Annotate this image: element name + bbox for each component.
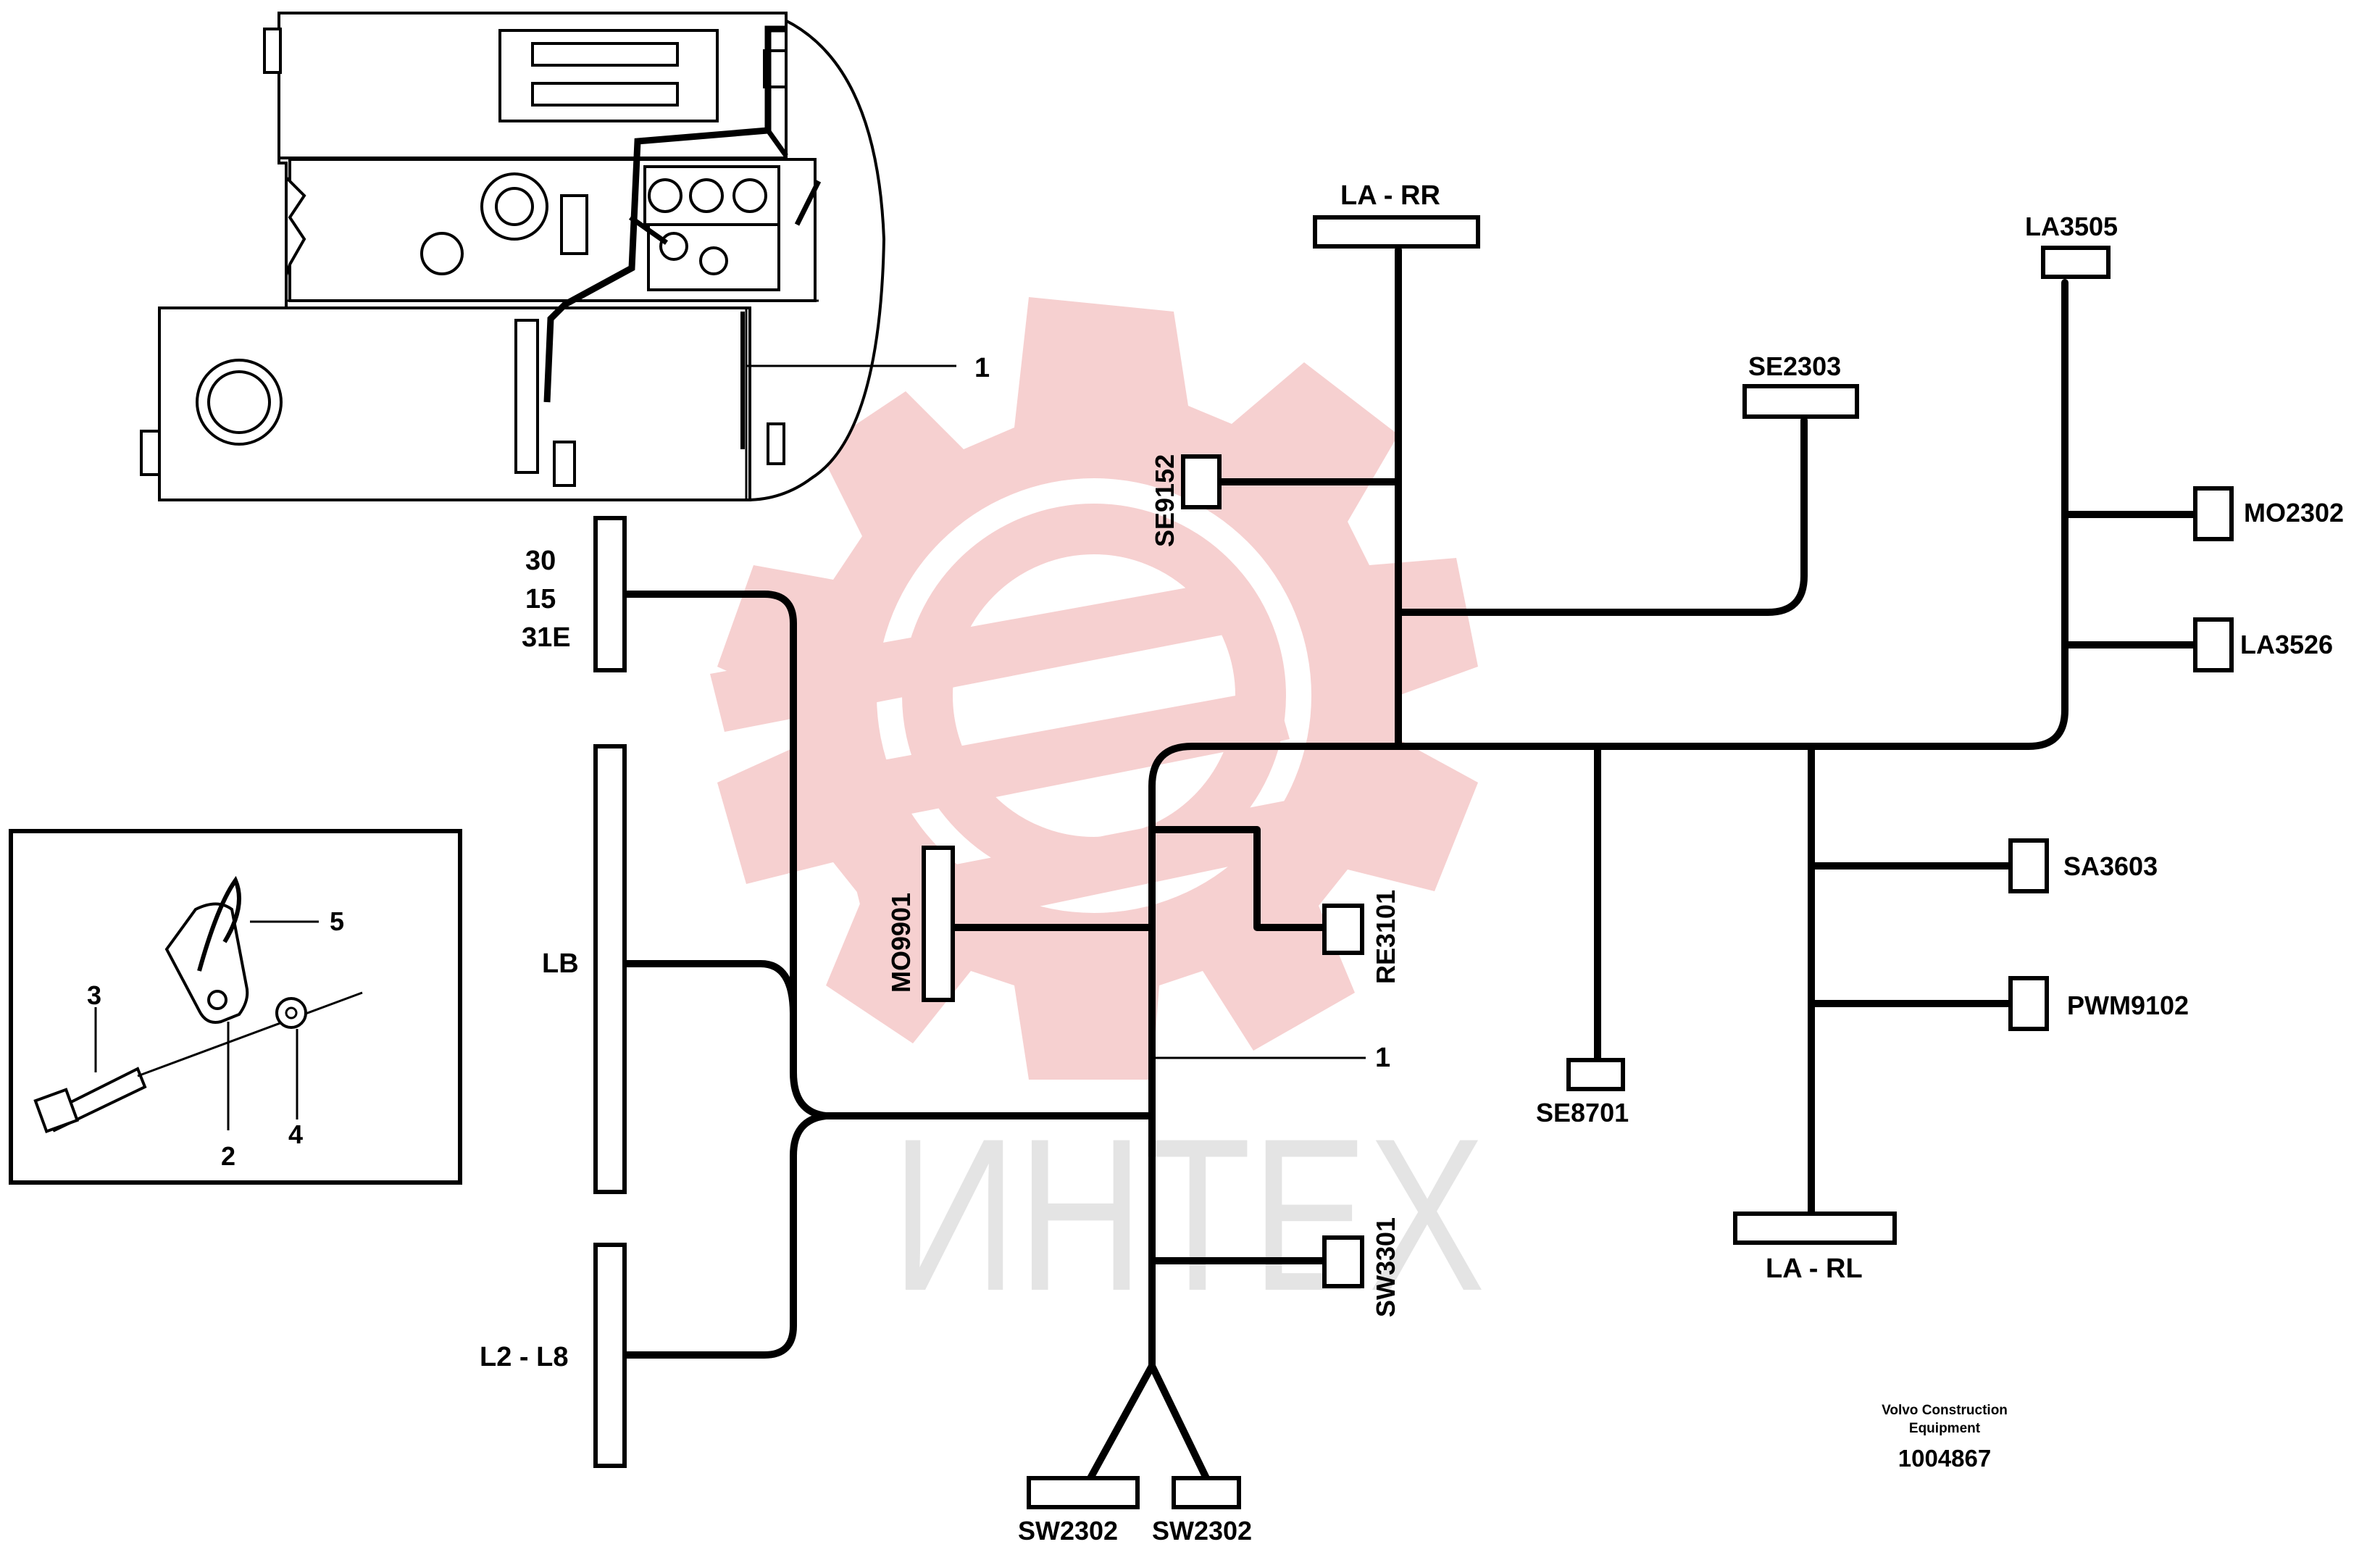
- machine-overview: [140, 12, 956, 501]
- footer-brand-line1: Volvo Construction: [1882, 1403, 2008, 1418]
- connector-sw2302-left: [1027, 1476, 1140, 1509]
- label-se2303: SE2303: [1748, 351, 1841, 381]
- label-se8701: SE8701: [1536, 1098, 1629, 1127]
- label-la3526: LA3526: [2240, 630, 2333, 659]
- connector-mo2302: [2193, 486, 2234, 541]
- label-sw3301: SW3301: [1371, 1217, 1400, 1317]
- connector-re3101: [1322, 904, 1364, 955]
- label-re3101: RE3101: [1371, 890, 1400, 984]
- label-l2-l8: L2 - L8: [480, 1342, 568, 1372]
- connector-se8701: [1566, 1058, 1625, 1091]
- label-pwm9102: PWM9102: [2067, 991, 2189, 1020]
- connector-mo9901: [922, 846, 955, 1002]
- label-la-rl: LA - RL: [1766, 1254, 1863, 1284]
- label-mo2302: MO2302: [2244, 498, 2344, 527]
- connector-l2-l8: [593, 1243, 627, 1468]
- connector-power: [593, 516, 627, 672]
- connector-la3526: [2193, 617, 2234, 672]
- label-mo9901: MO9901: [886, 893, 916, 993]
- overview-callout-1: 1: [974, 353, 990, 383]
- label-se9152: SE9152: [1150, 454, 1180, 547]
- footer-brand-line2: Equipment: [1909, 1421, 1981, 1436]
- label-sw2302-left: SW2302: [1018, 1516, 1118, 1546]
- detail-callout-3: 3: [87, 980, 101, 1010]
- label-power-31e: 31E: [522, 622, 571, 653]
- label-lb: LB: [542, 948, 579, 979]
- label-sw2302-right: SW2302: [1152, 1516, 1252, 1546]
- detail-callout-2: 2: [221, 1141, 235, 1171]
- connector-sa3603: [2008, 838, 2049, 893]
- detail-callout-5: 5: [330, 906, 344, 936]
- watermark-logo: [710, 297, 1478, 1080]
- connectors: [593, 215, 2234, 1509]
- watermark-text: ИНТЕХ: [891, 1093, 1485, 1336]
- label-la3505: LA3505: [2025, 212, 2118, 241]
- connector-la3505: [2041, 246, 2111, 279]
- label-power-15: 15: [525, 584, 556, 614]
- connector-la-rr: [1313, 215, 1480, 249]
- label-la-rr: LA - RR: [1340, 180, 1440, 211]
- connector-sw2302-right: [1172, 1476, 1241, 1509]
- detail-callout-4: 4: [288, 1119, 303, 1149]
- harness-wires: [621, 246, 2199, 1482]
- connector-lb: [593, 744, 627, 1194]
- footer-part-code: 1004867: [1898, 1445, 1991, 1472]
- mounting-detail: [9, 829, 462, 1185]
- label-sa3603: SA3603: [2063, 851, 2158, 881]
- connector-pwm9102: [2008, 976, 2049, 1031]
- connector-la-rl: [1733, 1212, 1897, 1245]
- connector-se9152: [1181, 454, 1222, 509]
- label-power-30: 30: [525, 546, 556, 576]
- connector-se2303: [1742, 384, 1859, 419]
- connector-sw3301: [1322, 1235, 1364, 1288]
- harness-callout-1: 1: [1375, 1043, 1390, 1073]
